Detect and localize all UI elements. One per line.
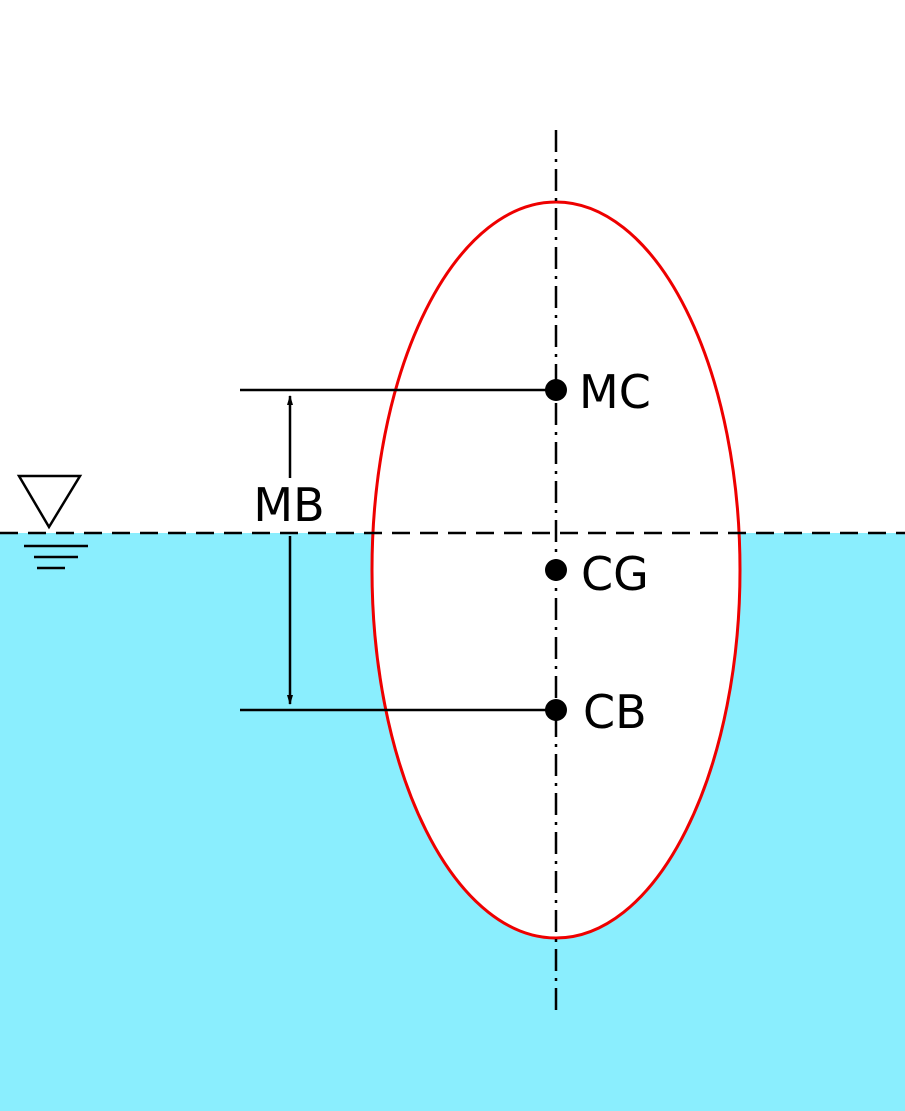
center-of-gravity-point: [545, 559, 567, 581]
center-of-buoyancy-label: CB: [583, 685, 647, 739]
metacenter-point: [545, 379, 567, 401]
metacenter-label: MC: [579, 365, 651, 419]
center-of-buoyancy-point: [545, 699, 567, 721]
center-of-gravity-label: CG: [581, 547, 649, 601]
water-surface-triangle-icon: [16, 474, 88, 570]
metacentric-distance-label: MB: [253, 478, 324, 532]
